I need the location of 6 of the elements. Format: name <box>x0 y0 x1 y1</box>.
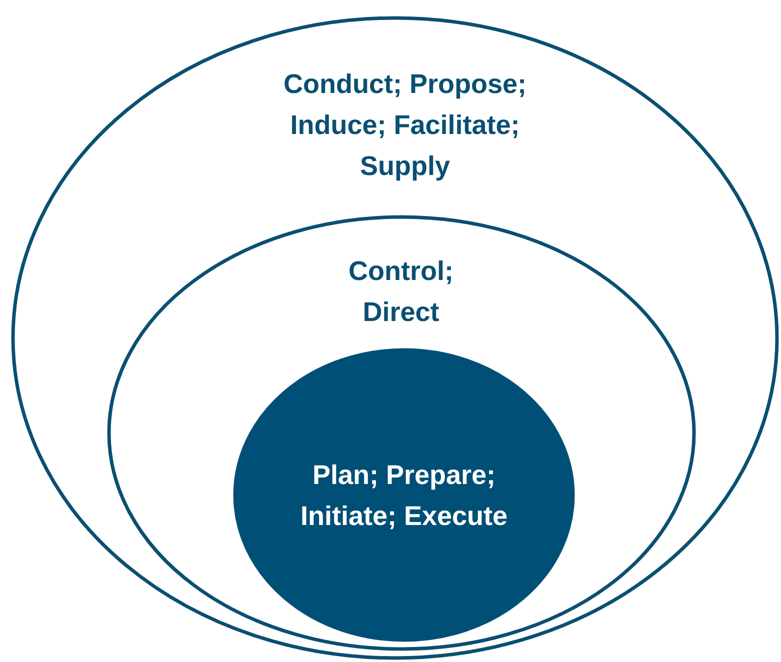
ellipse-label: Plan; Prepare; Initiate; Execute <box>299 459 509 533</box>
ellipse <box>11 16 779 660</box>
ellipse-label: Control; Direct <box>348 255 454 329</box>
filled-ellipse <box>233 348 575 642</box>
ellipse-label: Conduct; Propose; Induce; Facilitate; Supply <box>282 68 528 183</box>
ellipse <box>107 215 696 651</box>
